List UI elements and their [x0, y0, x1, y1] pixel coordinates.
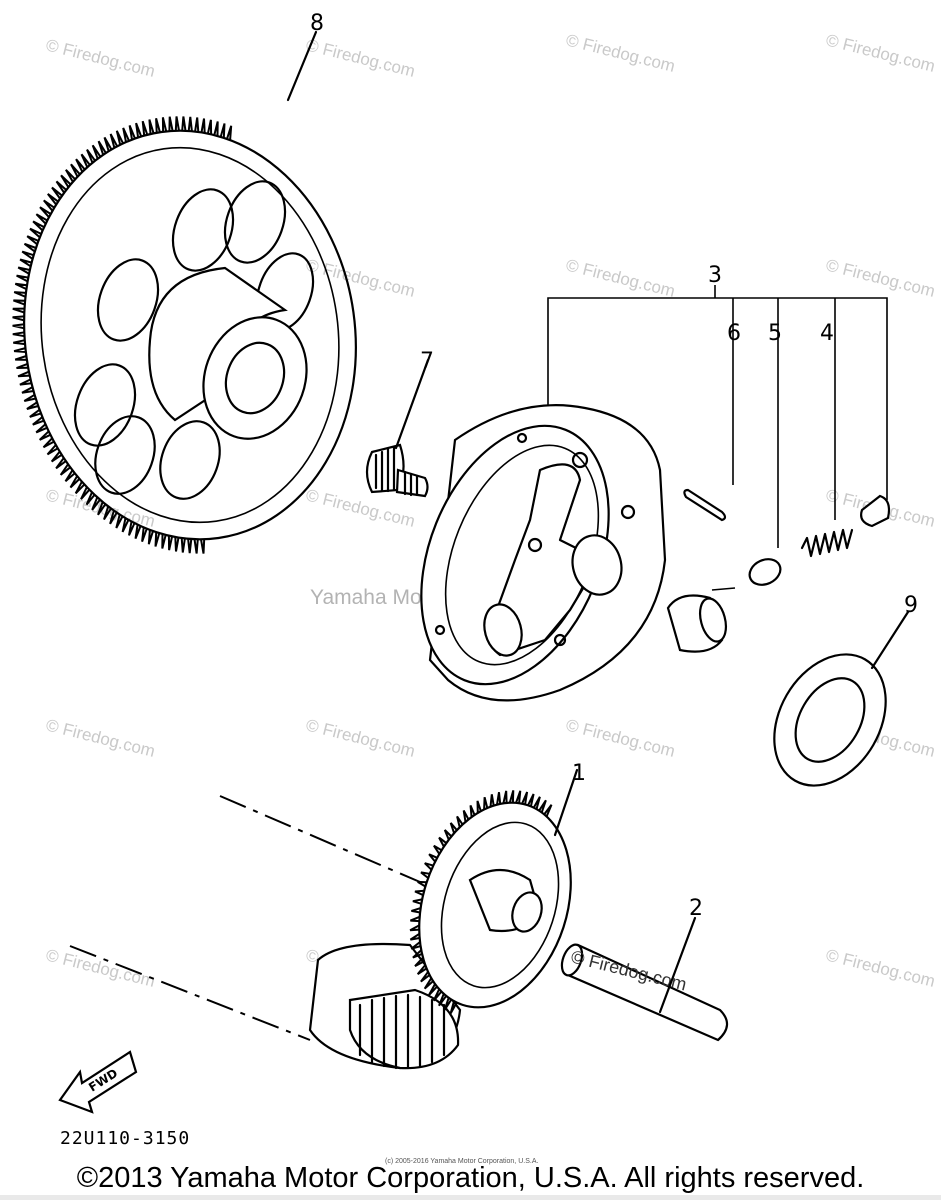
part-label-4: 4	[820, 321, 834, 346]
diagram-code: 22U110-3150	[60, 1128, 191, 1149]
watermark: © Firedog.com	[44, 945, 157, 990]
watermark: © Firedog.com	[44, 715, 157, 760]
bottom-strip	[0, 1195, 941, 1200]
watermark: © Firedog.com	[564, 715, 677, 760]
copyright-notice: ©2013 Yamaha Motor Corporation, U.S.A. A…	[76, 1162, 865, 1194]
part-8-wheel-gear: 8	[12, 11, 357, 554]
part-label-7: 7	[420, 349, 434, 374]
watermark: © Firedog.com	[44, 35, 157, 80]
part-label-8: 8	[310, 11, 324, 36]
gear-teeth-1	[409, 790, 553, 1014]
part-6-pin	[683, 488, 727, 522]
tiny-credit: (c) 2005-2016 Yamaha Motor Corporation, …	[385, 1158, 539, 1165]
gear-teeth-path	[409, 790, 553, 1014]
gear-teeth-path	[12, 116, 233, 554]
part-label-3: 3	[708, 263, 722, 288]
watermark: © Firedog.com	[304, 255, 417, 300]
watermark: © Firedog.com	[564, 30, 677, 75]
part-3-bracket: 3 6 5 4	[547, 263, 888, 548]
part-5-plunger	[748, 558, 782, 586]
part-label-1: 1	[572, 761, 586, 786]
part-label-9: 9	[904, 593, 918, 618]
part-label-5: 5	[768, 321, 782, 346]
part-3-clutch-outer	[420, 404, 667, 702]
part-1-idle-gear: 1	[409, 761, 586, 1014]
part-label-6: 6	[727, 321, 741, 346]
part-4-spring	[800, 494, 891, 558]
part-7-bolt: 7	[365, 349, 434, 498]
watermark: © Firedog.com	[824, 945, 937, 990]
watermark: © Firedog.com	[564, 255, 677, 300]
fwd-arrow-icon: FWD	[58, 1050, 138, 1114]
watermark: © Firedog.com	[824, 255, 937, 300]
watermark: © Firedog.com	[824, 30, 937, 75]
part-2-shaft: © Firedog.com 2	[560, 896, 729, 1042]
part-9-washer: 9	[773, 593, 918, 787]
gear-teeth-8	[12, 116, 233, 554]
roller	[666, 594, 728, 653]
starter-motor-outline	[69, 795, 462, 1070]
part-label-2: 2	[689, 896, 703, 921]
watermark: © Firedog.com	[304, 35, 417, 80]
watermark: © Firedog.com	[304, 715, 417, 760]
